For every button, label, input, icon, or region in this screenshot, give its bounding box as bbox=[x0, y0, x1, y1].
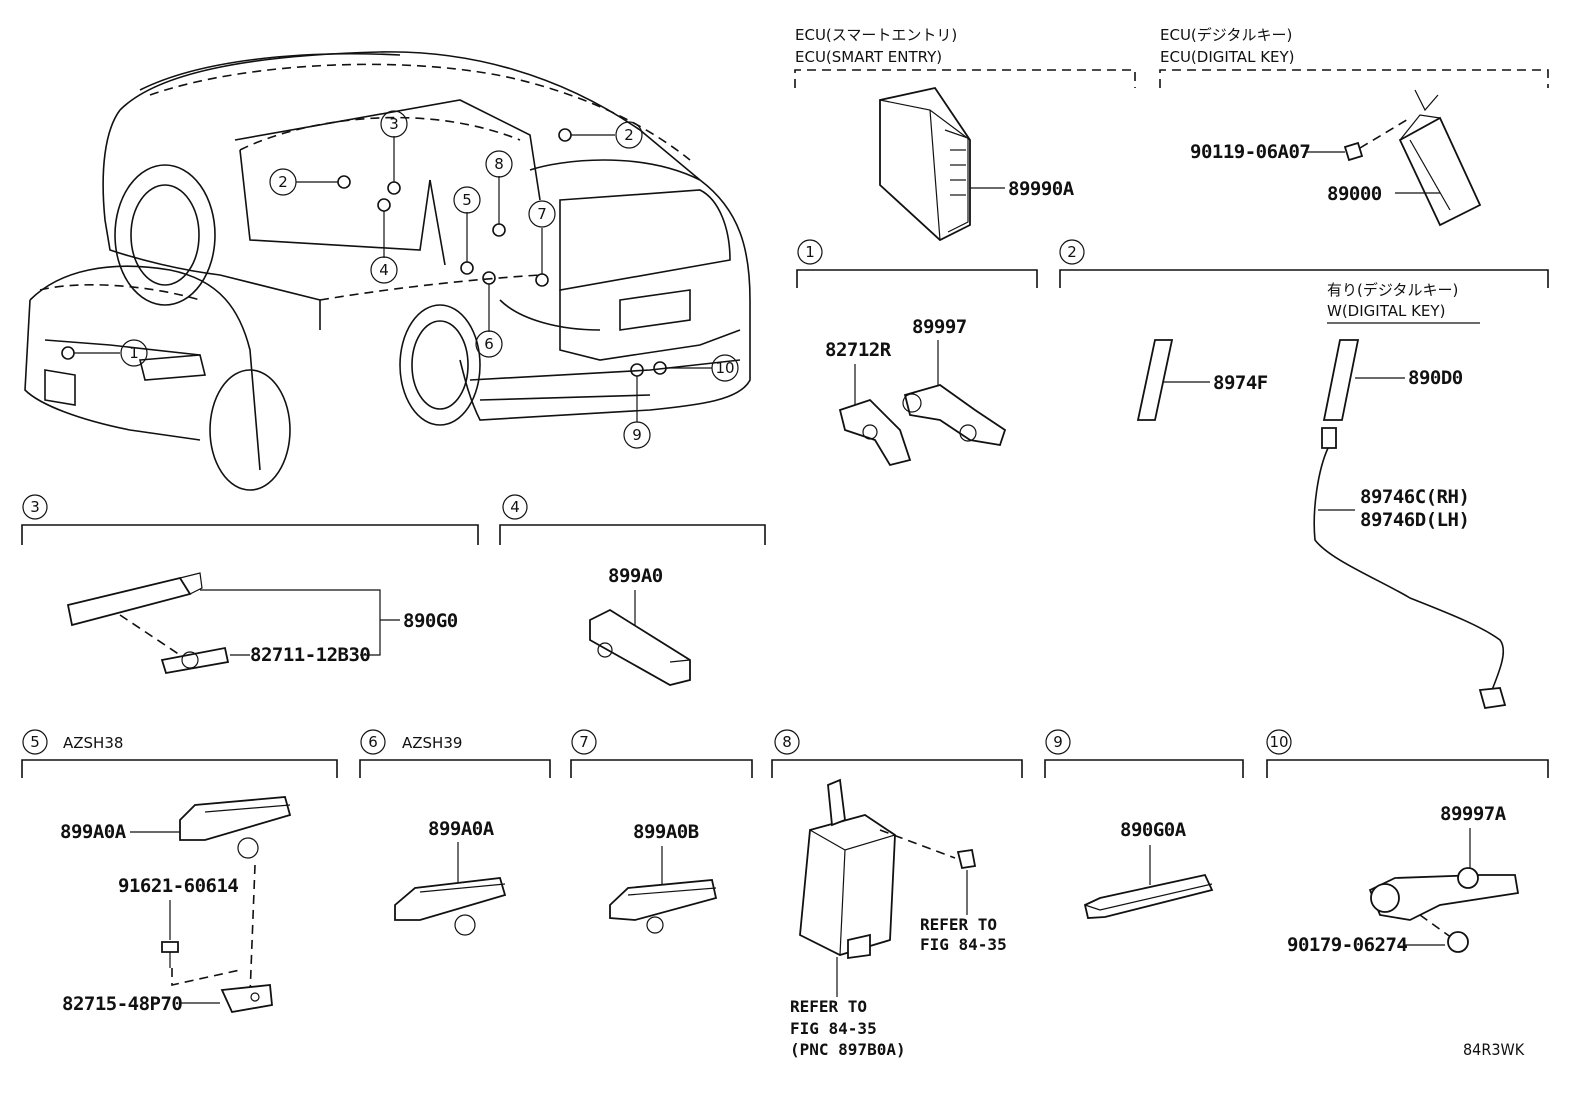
part-89990A: 89990A bbox=[1008, 178, 1075, 200]
callout-9-label: 9 bbox=[632, 426, 642, 444]
section-ecu-smart-entry: ECU(スマートエントリ) ECU(SMART ENTRY) 89990A bbox=[794, 26, 1136, 242]
part-89997: 89997 bbox=[912, 316, 967, 338]
callout-7-label: 7 bbox=[537, 205, 547, 223]
ecu-smart-jp: ECU(スマートエントリ) bbox=[795, 26, 957, 44]
callout-2-label-b: 2 bbox=[624, 126, 634, 144]
part-890G0: 890G0 bbox=[403, 610, 458, 632]
part-890G0A: 890G0A bbox=[1120, 819, 1187, 841]
section-6-num: 6 bbox=[368, 733, 378, 751]
part-82712R: 82712R bbox=[825, 339, 892, 361]
section-ecu-digital-key: ECU(デジタルキー) ECU(DIGITAL KEY) 90119-06A07… bbox=[1159, 26, 1549, 227]
wire-89746 bbox=[1313, 427, 1507, 710]
vehicle-callouts: 1 2 2 3 4 5 6 7 8 9 10 bbox=[61, 110, 739, 449]
section-8-num: 8 bbox=[782, 733, 792, 751]
vehicle-illustration bbox=[24, 51, 751, 491]
antenna-8974F bbox=[1136, 339, 1174, 421]
section-8: 8 REFER TO FIG 84-35 REFER TO FIG 84-35 … bbox=[771, 729, 1023, 1059]
antenna-890G0A bbox=[1083, 873, 1214, 919]
section-5: 5 AZSH38 899A0A 91621-60614 82715-48P70 bbox=[21, 729, 338, 1015]
ref-8a-line2: FIG 84-35 bbox=[920, 935, 1007, 954]
part-90119-06A07: 90119-06A07 bbox=[1190, 141, 1310, 163]
callout-10-label: 10 bbox=[715, 359, 734, 377]
module-8 bbox=[799, 778, 896, 960]
ecu-smart-en: ECU(SMART ENTRY) bbox=[795, 48, 942, 66]
part-89746D: 89746D(LH) bbox=[1360, 509, 1469, 531]
sensor-899A0A-6 bbox=[394, 877, 507, 936]
sensor-899A0 bbox=[589, 608, 691, 686]
antenna-890G0 bbox=[66, 572, 203, 627]
digital-key-option-en: W(DIGITAL KEY) bbox=[1327, 302, 1445, 320]
section-10: 10 89997A 90179-06274 bbox=[1266, 729, 1549, 956]
antenna-890D0 bbox=[1322, 339, 1360, 421]
section-2-num: 2 bbox=[1067, 243, 1077, 261]
ref-8b-line1: REFER TO bbox=[790, 997, 867, 1016]
callout-8-label: 8 bbox=[494, 155, 504, 173]
section-5-num: 5 bbox=[30, 733, 40, 751]
section-5-note: AZSH38 bbox=[63, 734, 123, 752]
callout-3-label: 3 bbox=[389, 115, 399, 133]
part-899A0A-5: 899A0A bbox=[60, 821, 127, 843]
section-6-note: AZSH39 bbox=[402, 734, 462, 752]
callout-6-label: 6 bbox=[484, 335, 494, 353]
part-82711-12B30: 82711-12B30 bbox=[250, 644, 370, 666]
clip-82711-12B30 bbox=[160, 646, 230, 675]
section-4: 4 899A0 bbox=[499, 494, 766, 686]
part-899A0A-6: 899A0A bbox=[428, 818, 495, 840]
section-10-num: 10 bbox=[1269, 733, 1288, 751]
diagram-id: 84R3WK bbox=[1463, 1040, 1525, 1059]
bracket-82715-48P70 bbox=[220, 984, 273, 1014]
ecu-smart-entry-part bbox=[879, 86, 971, 242]
digital-key-option-jp: 有り(デジタルキー) bbox=[1327, 281, 1458, 299]
section-6: 6 AZSH39 899A0A bbox=[359, 729, 551, 936]
section-4-num: 4 bbox=[510, 498, 520, 516]
section-7-num: 7 bbox=[579, 733, 589, 751]
ref-8b-pnc: (PNC 897B0A) bbox=[790, 1040, 906, 1059]
ecu-digital-en: ECU(DIGITAL KEY) bbox=[1160, 48, 1295, 66]
ref-8b-line2: FIG 84-35 bbox=[790, 1019, 877, 1038]
part-89997A: 89997A bbox=[1440, 803, 1507, 825]
ecu-digital-key-part bbox=[1398, 89, 1482, 227]
part-899A0B: 899A0B bbox=[633, 821, 699, 843]
screw-8 bbox=[956, 848, 977, 870]
part-89000: 89000 bbox=[1327, 183, 1382, 205]
section-3-num: 3 bbox=[30, 498, 40, 516]
callout-2-label: 2 bbox=[278, 173, 288, 191]
bracket-82712R bbox=[838, 398, 912, 467]
part-90179-06274: 90179-06274 bbox=[1287, 934, 1407, 956]
sensor-899A0B bbox=[609, 879, 718, 934]
nut-90179 bbox=[1447, 931, 1469, 953]
part-899A0: 899A0 bbox=[608, 565, 663, 587]
callout-5-label: 5 bbox=[462, 191, 472, 209]
section-2: 2 8974F 有り(デジタルキー) W(DIGITAL KEY) 890D0 … bbox=[1059, 239, 1549, 710]
part-89746C: 89746C(RH) bbox=[1360, 486, 1469, 508]
sensor-89997A bbox=[1368, 867, 1520, 921]
bolt-90119 bbox=[1343, 141, 1364, 162]
callout-1-label: 1 bbox=[129, 344, 139, 362]
ref-8a-line1: REFER TO bbox=[920, 915, 997, 934]
part-91621-60614: 91621-60614 bbox=[118, 875, 238, 897]
section-9-num: 9 bbox=[1053, 733, 1063, 751]
section-3: 3 890G0 82711-12B30 bbox=[21, 494, 479, 675]
part-8974F: 8974F bbox=[1213, 372, 1268, 394]
part-890D0: 890D0 bbox=[1408, 367, 1463, 389]
bolt-91621 bbox=[161, 941, 179, 968]
section-1-num: 1 bbox=[805, 243, 815, 261]
sensor-89997 bbox=[902, 384, 1007, 447]
ecu-digital-jp: ECU(デジタルキー) bbox=[1160, 26, 1292, 44]
callout-4-label: 4 bbox=[379, 261, 389, 279]
section-9: 9 890G0A bbox=[1044, 729, 1244, 919]
part-82715-48P70: 82715-48P70 bbox=[62, 993, 182, 1015]
section-1: 1 82712R 89997 bbox=[796, 239, 1038, 467]
section-7: 7 899A0B bbox=[570, 729, 753, 934]
sensor-899A0A-5 bbox=[179, 796, 292, 859]
